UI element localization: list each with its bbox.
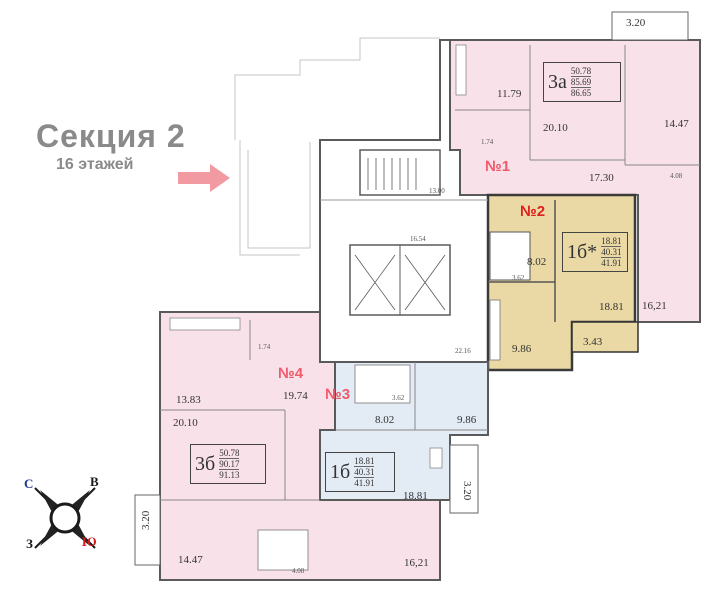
area-elevator-hall: 16.54 <box>410 235 426 243</box>
compass-west: З <box>26 536 33 551</box>
area-a4-balcony: 3.20 <box>140 510 152 530</box>
total-area-with-balcony: 91.13 <box>219 469 240 480</box>
area-a4-room: 20.10 <box>173 417 198 429</box>
apartment-1-card: 3а 50.78 85.69 86.65 <box>543 62 621 102</box>
area-a1-room: 20.10 <box>543 122 568 134</box>
total-area-with-balcony: 86.65 <box>570 87 592 98</box>
building-core <box>319 39 488 320</box>
area-a1-room-bottom: 16,21 <box>642 300 667 312</box>
area-floor-hall: 22.16 <box>455 347 471 355</box>
living-area: 18.81 <box>601 236 622 246</box>
area-a1-hall: 17.30 <box>589 172 614 184</box>
total-area-with-balcony: 41.91 <box>354 477 375 488</box>
compass-south: Ю <box>82 534 97 549</box>
compass-north: С <box>24 476 34 491</box>
apartment-3-card: 1б 18.81 40.31 41.91 <box>325 452 395 492</box>
apartment-type: 3а <box>548 70 567 93</box>
total-area: 90.17 <box>219 458 240 469</box>
apartment-4-label: №4 <box>278 365 304 382</box>
total-area: 85.69 <box>570 76 592 87</box>
area-balcony-top: 3.20 <box>626 17 646 29</box>
apartment-2-label: №2 <box>520 203 546 220</box>
area-a1-bath-right: 4.08 <box>670 172 683 180</box>
area-a2-balcony: 3.43 <box>583 336 603 348</box>
section-subtitle: 16 этажей <box>56 156 134 173</box>
area-a2-kitchen: 8.02 <box>527 256 547 268</box>
apartment-type: 1б* <box>567 240 598 263</box>
area-a1-kitchen: 11.79 <box>497 88 522 100</box>
apartment-3 <box>319 361 489 514</box>
living-area: 50.78 <box>570 66 592 76</box>
apartment-type: 1б <box>330 460 351 483</box>
area-a3-hall: 9.86 <box>457 414 477 426</box>
section-title: Секция 2 <box>36 118 186 154</box>
area-a1-room-right: 14.47 <box>664 118 689 130</box>
area-a3-balcony: 3.20 <box>461 481 473 501</box>
total-area: 40.31 <box>354 466 375 477</box>
area-a4-bath: 1.74 <box>258 343 271 351</box>
area-a3-bath: 3.62 <box>392 394 405 402</box>
area-a4-hall: 19.74 <box>283 390 308 402</box>
apartment-1-label: №1 <box>485 158 511 175</box>
living-area: 50.78 <box>219 448 240 458</box>
apartment-3-label: №3 <box>325 386 351 403</box>
apartment-2-card: 1б* 18.81 40.31 41.91 <box>562 232 628 272</box>
apartment-4-card: 3б 50.78 90.17 91.13 <box>190 444 266 484</box>
direction-arrow <box>178 164 230 192</box>
apartment-areas: 18.81 40.31 41.91 <box>601 236 622 268</box>
living-area: 18.81 <box>354 456 375 466</box>
apartment-areas: 18.81 40.31 41.91 <box>354 456 375 488</box>
area-a4-room-right: 16,21 <box>404 557 429 569</box>
area-a2-hall: 9.86 <box>512 343 532 355</box>
area-a2-room: 18.81 <box>599 301 624 313</box>
area-corridor-top: 13.00 <box>429 187 445 195</box>
neighbour-outline <box>234 37 440 256</box>
area-a2-bath: 3.62 <box>512 274 525 282</box>
apartment-2 <box>486 193 639 372</box>
compass-east: В <box>90 474 99 489</box>
apartment-areas: 50.78 90.17 91.13 <box>219 448 240 480</box>
area-a1-bath: 1.74 <box>481 138 494 146</box>
area-a3-room: 18.81 <box>403 490 428 502</box>
area-a3-kitchen: 8.02 <box>375 414 395 426</box>
compass-icon <box>34 487 96 549</box>
apartment-4 <box>134 311 441 581</box>
total-area-with-balcony: 41.91 <box>601 257 622 268</box>
apartment-areas: 50.78 85.69 86.65 <box>570 66 592 98</box>
total-area: 40.31 <box>601 246 622 257</box>
area-a4-kitchen: 13.83 <box>176 394 201 406</box>
area-a4-room-bottom: 14.47 <box>178 554 203 566</box>
apartment-type: 3б <box>195 452 216 475</box>
area-a4-bath-bottom: 4.08 <box>292 567 305 575</box>
